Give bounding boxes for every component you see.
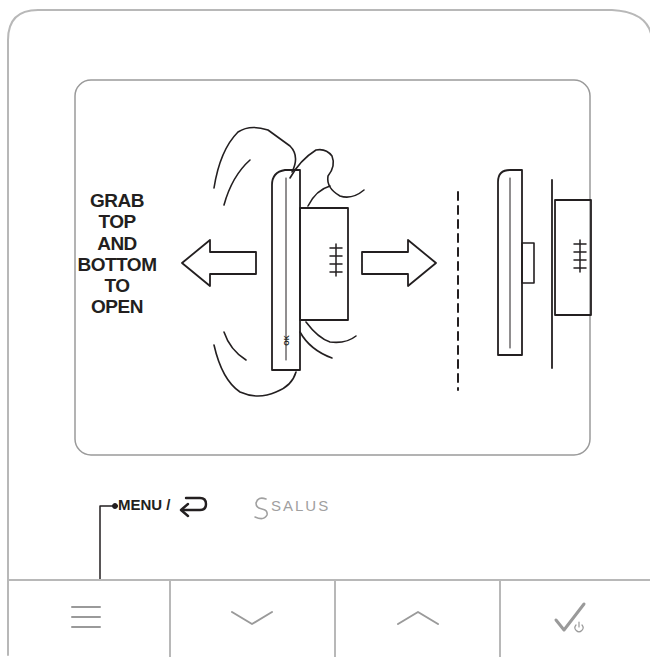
instruction-text: GRAB TOP AND BOTTOM TO OPEN <box>78 190 157 318</box>
screen-frame <box>75 80 590 455</box>
front-plate <box>272 170 300 370</box>
check-button-icon <box>556 604 584 630</box>
detached-front-plate <box>498 170 522 355</box>
brand-logo: SALUS <box>271 498 330 515</box>
down-button-icon <box>232 612 272 624</box>
housing-outline <box>8 10 650 655</box>
return-icon <box>182 498 206 510</box>
arrow-left <box>182 240 256 286</box>
button-row-line <box>8 579 650 581</box>
leader-dot <box>113 504 118 509</box>
plate-edge <box>286 178 287 360</box>
terminal-slots <box>574 240 586 272</box>
wall-line <box>551 180 553 368</box>
return-icon-head <box>181 504 188 516</box>
detached-back-box <box>555 200 591 315</box>
plate-edge <box>510 178 511 348</box>
terminal-slots <box>330 244 342 276</box>
back-box <box>300 208 348 320</box>
button-dividers <box>170 580 500 657</box>
logo-mark <box>255 498 267 518</box>
power-icon <box>575 622 583 632</box>
up-button-icon <box>398 612 438 624</box>
menu-label: MENU / <box>118 497 171 514</box>
separator-line <box>457 192 459 390</box>
ok-mark: OK <box>283 335 290 346</box>
menu-button-icon <box>72 607 100 627</box>
hands <box>214 127 364 396</box>
connector-pin <box>522 243 534 283</box>
arrow-right <box>362 240 436 286</box>
menu-leader <box>100 506 115 580</box>
